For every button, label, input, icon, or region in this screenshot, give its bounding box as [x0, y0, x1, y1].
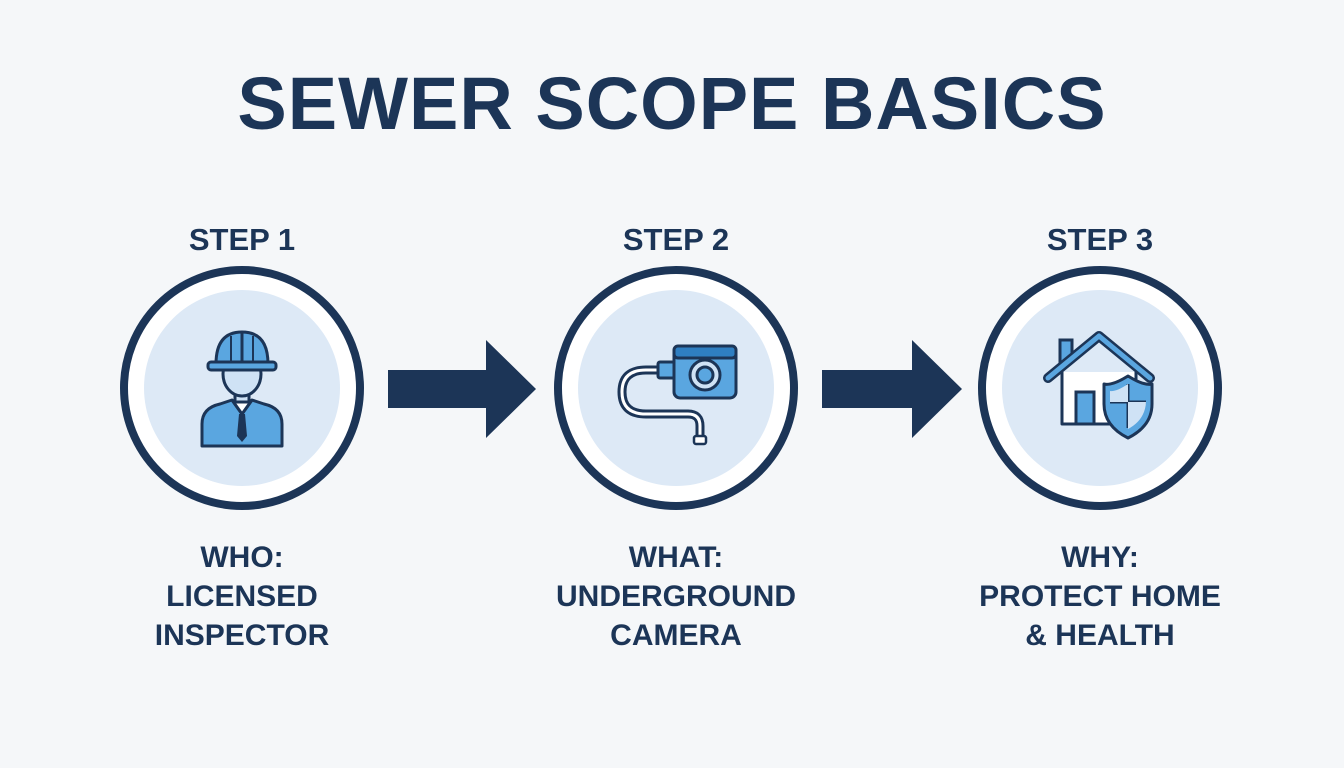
step-1-description: WHO: LICENSED INSPECTOR: [92, 538, 392, 655]
arrow-right-icon: [822, 340, 962, 438]
house-shield-icon: [1043, 331, 1155, 440]
step-1-line-3: INSPECTOR: [154, 619, 330, 652]
step-3-label: STEP 3: [1046, 222, 1154, 257]
step-3: STEP 3 WHY: PROTECT HOME & HEALTH: [950, 0, 1250, 768]
step-3-description: WHY: PROTECT HOME & HEALTH: [950, 538, 1250, 655]
step-2-circle: [554, 266, 798, 510]
step-1-circle: [120, 266, 364, 510]
step-3-circle: [978, 266, 1222, 510]
step-2-label: STEP 2: [622, 222, 730, 257]
step-3-line-3: & HEALTH: [1025, 619, 1175, 652]
step-1-label: STEP 1: [188, 222, 296, 257]
step-3-line-2: PROTECT HOME: [979, 580, 1221, 613]
step-2-question: WHAT:: [628, 541, 724, 574]
step-2: STEP 2 WHAT: UNDERGROUND CAMERA: [526, 0, 826, 768]
step-1-question: WHO:: [200, 541, 284, 574]
step-3-question: WHY:: [1061, 541, 1139, 574]
step-2-line-3: CAMERA: [610, 619, 742, 652]
camera-icon: [617, 344, 738, 446]
step-1-line-2: LICENSED: [166, 580, 318, 613]
page-title: SEWER SCOPE BASICS: [237, 62, 1107, 145]
step-2-description: WHAT: UNDERGROUND CAMERA: [526, 538, 826, 655]
step-1: STEP 1 WHO: LICENSED INSPECTOR: [92, 0, 392, 768]
arrow-right-icon: [388, 340, 536, 438]
step-2-line-2: UNDERGROUND: [556, 580, 796, 613]
inspector-icon: [200, 330, 284, 448]
